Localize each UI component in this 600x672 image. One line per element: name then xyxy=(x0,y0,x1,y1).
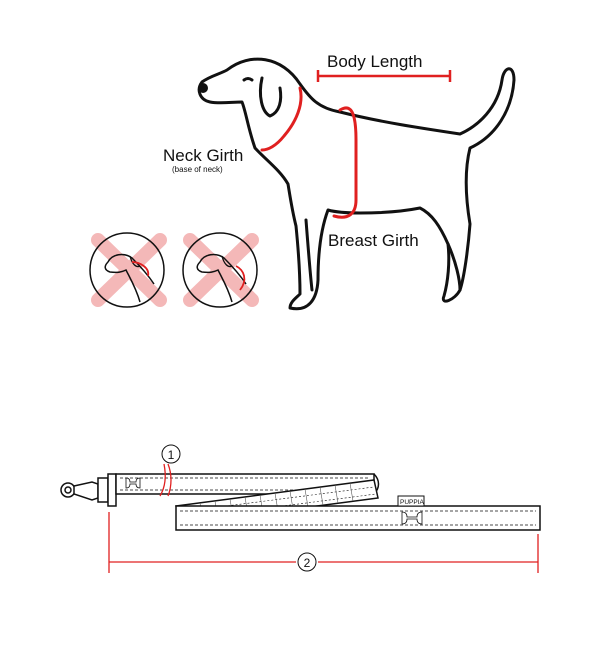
brand-tag xyxy=(397,495,425,507)
leash-strap-lower xyxy=(175,505,541,531)
body-length-marker xyxy=(316,70,452,82)
body-length-label: Body Length xyxy=(327,52,422,71)
neck-girth-label: Neck Girth xyxy=(163,146,243,165)
wrong-measure-circle-2 xyxy=(182,232,259,308)
length-measure xyxy=(108,512,539,573)
marker-2-label: 2 xyxy=(304,556,311,570)
breast-girth-marker xyxy=(332,106,358,219)
brand-tag-label: PUPPIA xyxy=(400,499,425,506)
marker-1-circle xyxy=(161,444,181,464)
marker-2-circle xyxy=(297,552,317,572)
mini-dog-head-1 xyxy=(104,253,155,303)
leash: PUPPIA xyxy=(60,473,541,531)
neck-girth-marker xyxy=(260,86,303,152)
width-measure xyxy=(159,463,172,497)
wrong-measure-circle-1 xyxy=(89,232,167,308)
mini-dog-head-2 xyxy=(196,253,247,303)
snap-hook-icon xyxy=(60,473,117,507)
bone-icon xyxy=(401,511,423,525)
dog-outline xyxy=(197,57,516,311)
neck-girth-note: (base of neck) xyxy=(172,165,223,174)
bone-icon xyxy=(125,477,141,489)
breast-girth-label: Breast Girth xyxy=(328,231,419,250)
marker-1-label: 1 xyxy=(168,448,175,462)
dog-nose xyxy=(198,83,208,93)
